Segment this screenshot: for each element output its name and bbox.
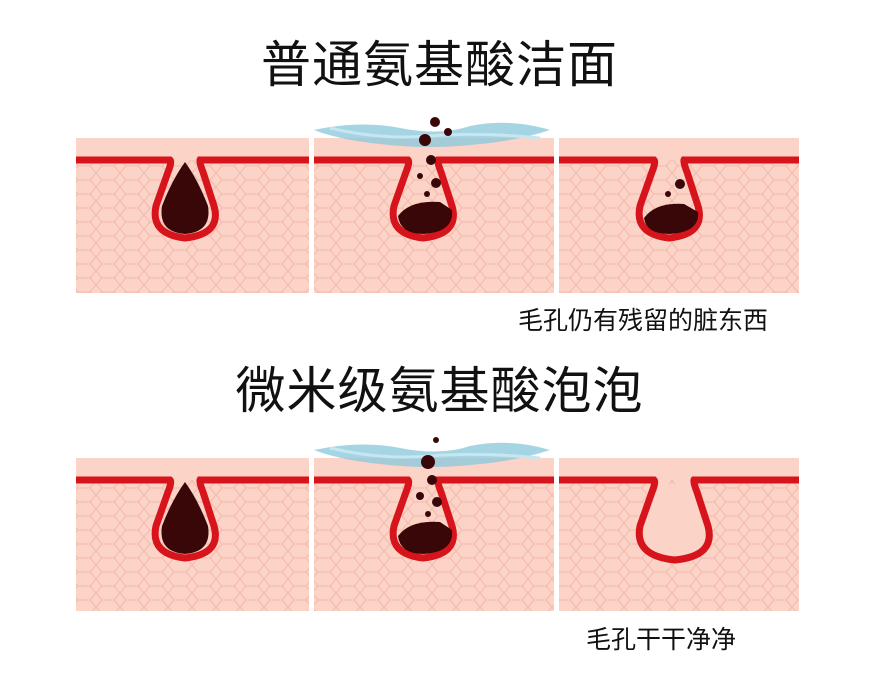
panel-washing [314, 117, 554, 293]
diagram-row-normal-cleanser [0, 110, 879, 300]
panel-clogged-pore [76, 138, 309, 293]
panel-clogged-pore [76, 458, 309, 611]
caption-pore-clean: 毛孔干干净净 [586, 627, 736, 652]
title-micro-bubble: 微米级氨基酸泡泡 [0, 366, 879, 416]
panel-washing [314, 437, 554, 611]
panel-after-residual [559, 138, 799, 293]
diagram-row-micro-bubble [0, 432, 879, 622]
panel-after-clean [559, 458, 799, 611]
title-normal-cleanser: 普通氨基酸洁面 [0, 40, 879, 90]
caption-residual-dirt: 毛孔仍有残留的脏东西 [518, 308, 768, 333]
